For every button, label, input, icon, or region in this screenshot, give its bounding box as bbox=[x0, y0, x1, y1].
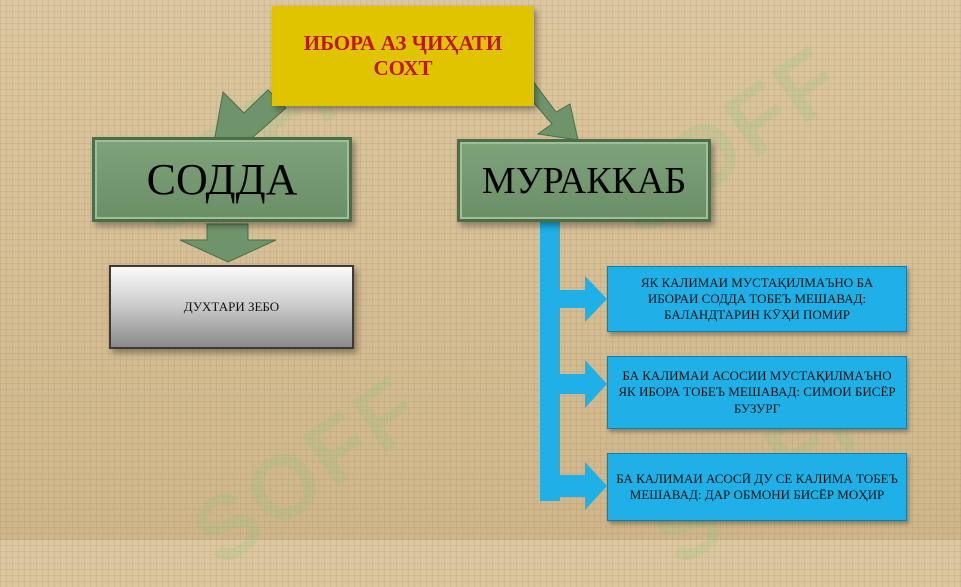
arrow-to-item-1 bbox=[560, 276, 607, 322]
arrow-sodda-to-example bbox=[179, 223, 277, 263]
murakkab-item-3-text: БА КАЛИМАИ АСОСӢ ДУ СЕ КАЛИМА ТОБЕЪ МЕША… bbox=[616, 470, 898, 502]
sodda-node: СОДДА bbox=[92, 137, 352, 222]
murakkab-item-3: БА КАЛИМАИ АСОСӢ ДУ СЕ КАЛИМА ТОБЕЪ МЕША… bbox=[607, 453, 907, 521]
murakkab-item-1: ЯК КАЛИМАИ МУСТАҚИЛМАЪНО БА ИБОРАИ СОДДА… bbox=[607, 266, 907, 332]
sodda-example-node: ДУХТАРИ ЗЕБО bbox=[109, 265, 354, 349]
connector-arrows bbox=[179, 79, 607, 510]
slide: SOFF SOFF SOFF SOFF ИБОРА АЗ ҶИҲАТИ СОХТ… bbox=[92, 6, 907, 585]
sodda-example-text: ДУХТАРИ ЗЕБО bbox=[183, 299, 280, 314]
diagram-title: ИБОРА АЗ ҶИҲАТИ СОХТ bbox=[272, 6, 534, 106]
murakkab-item-1-text: ЯК КАЛИМАИ МУСТАҚИЛМАЪНО БА ИБОРАИ СОДДА… bbox=[640, 274, 874, 323]
murakkab-item-2-text: БА КАЛИМАИ АСОСИИ МУСТАҚИЛМАЪНО ЯК ИБОРА… bbox=[618, 368, 896, 416]
murakkab-label: МУРАККАБ bbox=[481, 159, 687, 202]
murakkab-item-2: БА КАЛИМАИ АСОСИИ МУСТАҚИЛМАЪНО ЯК ИБОРА… bbox=[607, 356, 907, 429]
murakkab-vertical-connector bbox=[540, 219, 560, 501]
sodda-label: СОДДА bbox=[146, 155, 298, 204]
arrow-to-item-3 bbox=[560, 462, 607, 510]
murakkab-node: МУРАККАБ bbox=[457, 139, 711, 222]
arrow-to-item-2 bbox=[560, 360, 607, 408]
diagram-title-text: ИБОРА АЗ ҶИҲАТИ СОХТ bbox=[303, 30, 503, 80]
